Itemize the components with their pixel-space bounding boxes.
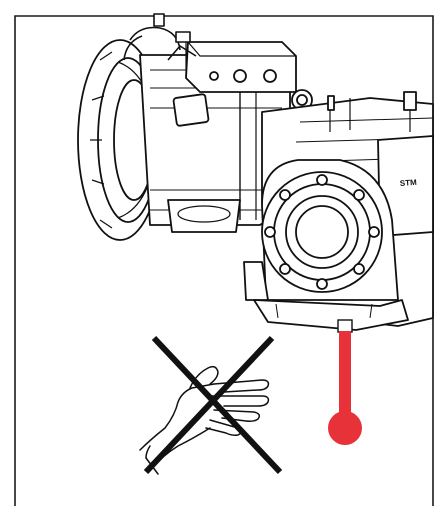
cable-assembly bbox=[123, 13, 197, 61]
hot-surface-thermometer-icon bbox=[328, 319, 362, 445]
thermometer-bulb bbox=[328, 411, 362, 445]
do-not-touch-icon bbox=[139, 335, 283, 475]
output-flange bbox=[261, 159, 399, 301]
prohibition-x-icon bbox=[143, 335, 283, 475]
flange-bolt-holes bbox=[264, 174, 380, 290]
gearbox-feet bbox=[243, 261, 409, 331]
terminal-box bbox=[185, 41, 297, 93]
gear-motor-icon: STM bbox=[77, 13, 434, 331]
thermometer-tube bbox=[339, 331, 351, 421]
hand-icon bbox=[139, 365, 270, 475]
gearbox-logo: STM bbox=[400, 178, 418, 188]
motor-foot bbox=[167, 199, 241, 233]
thermometer-cap bbox=[337, 319, 353, 333]
